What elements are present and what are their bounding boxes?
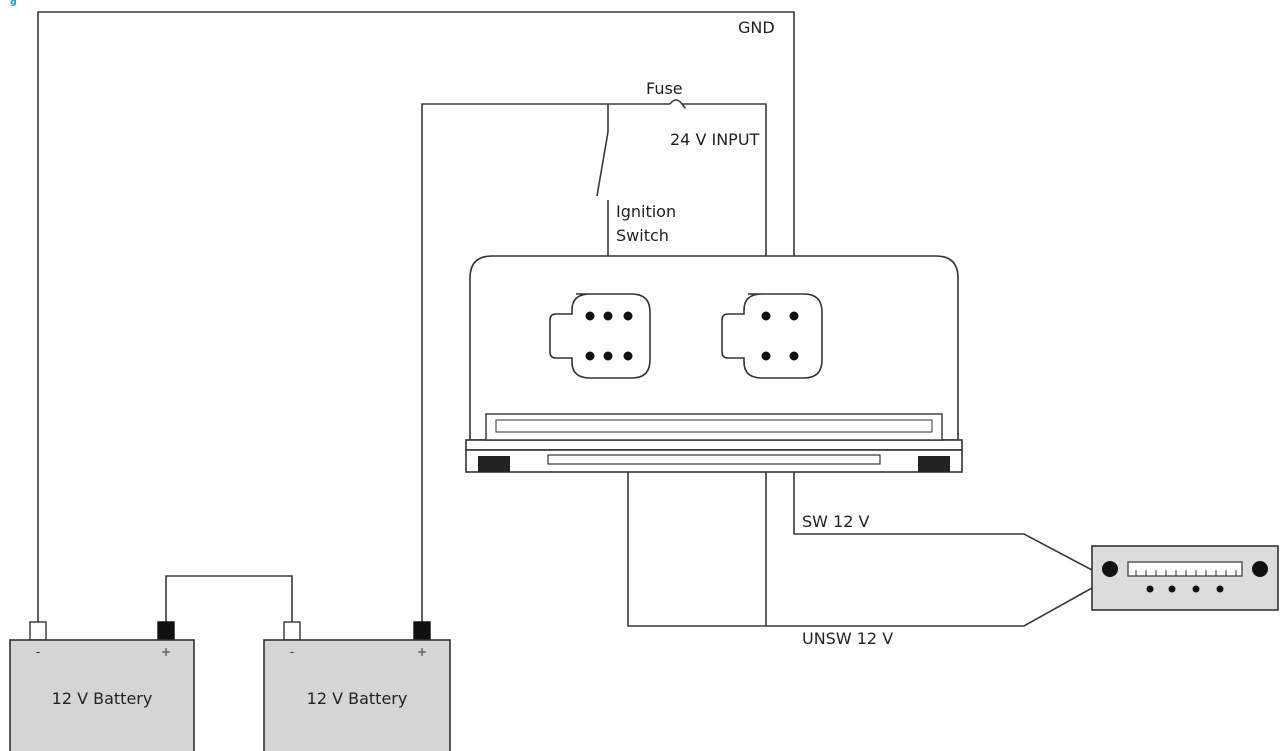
- unsw-12v-label: UNSW 12 V: [802, 629, 893, 648]
- radio-unit: [1091, 545, 1279, 611]
- battery-2: - + 12 V Battery: [263, 621, 451, 751]
- battery-1-negative-label: -: [36, 645, 40, 659]
- corner-accent-icon: ᵍ: [10, 0, 17, 13]
- battery-1-positive-terminal: [157, 621, 175, 641]
- ignition-switch-label-line2: Switch: [616, 226, 669, 245]
- gnd-label: GND: [738, 18, 775, 37]
- connector-left-6pin: [549, 293, 651, 379]
- converter-unit: [465, 255, 963, 473]
- battery-2-positive-terminal: [413, 621, 431, 641]
- battery-2-label: 12 V Battery: [307, 689, 408, 708]
- gnd-wire: [37, 11, 795, 622]
- ignition-switch-label-line1: Ignition: [616, 202, 676, 221]
- ignition-switch-blade: [596, 131, 609, 197]
- battery-2-negative-label: -: [290, 645, 294, 659]
- battery-1-positive-label: +: [161, 645, 171, 659]
- unsw-12v-wire: [627, 356, 1093, 627]
- connector-right-4pin: [721, 293, 823, 379]
- battery-2-negative-terminal: [283, 621, 301, 641]
- radio-dial-display: [1127, 561, 1243, 577]
- battery-series-link-wire: [165, 575, 293, 622]
- battery-1-negative-terminal: [29, 621, 47, 641]
- input-24v-wire-left: [421, 103, 670, 622]
- battery-2-positive-label: +: [417, 645, 427, 659]
- radio-knob-left-icon: [1102, 561, 1118, 577]
- battery-1-label: 12 V Battery: [52, 689, 153, 708]
- battery-1: - + 12 V Battery: [9, 621, 195, 751]
- input-24v-label: 24 V INPUT: [670, 130, 760, 149]
- fuse-label: Fuse: [646, 79, 683, 98]
- mounting-foot-left: [478, 456, 510, 472]
- sw-12v-label: SW 12 V: [802, 512, 870, 531]
- mounting-foot-right: [918, 456, 950, 472]
- input-24v-wire-right: [682, 103, 767, 316]
- radio-knob-right-icon: [1252, 561, 1268, 577]
